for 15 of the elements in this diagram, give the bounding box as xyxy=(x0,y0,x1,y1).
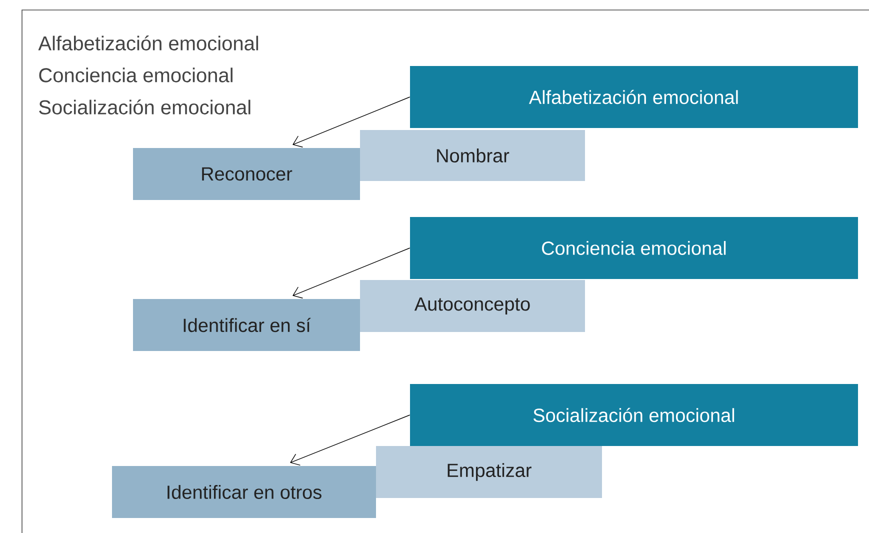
arrow xyxy=(292,96,410,148)
arrow xyxy=(292,248,410,298)
term-box: Empatizar xyxy=(376,446,602,498)
title-box: Socialización emocional xyxy=(410,384,858,446)
heading-line: Conciencia emocional xyxy=(39,68,232,82)
arrow xyxy=(290,414,410,466)
title-box: Conciencia emocional xyxy=(410,217,858,279)
term-box: Reconocer xyxy=(133,148,360,200)
title-box: Alfabetización emocional xyxy=(410,66,858,128)
term-box: Autoconcepto xyxy=(360,280,585,332)
term-box: Identificar en sí xyxy=(133,299,360,351)
term-box: Identificar en otros xyxy=(112,466,376,518)
heading-line: Socialización emocional xyxy=(39,100,250,114)
heading-line: Alfabetización emocional xyxy=(38,36,258,50)
term-box: Nombrar xyxy=(360,130,585,181)
